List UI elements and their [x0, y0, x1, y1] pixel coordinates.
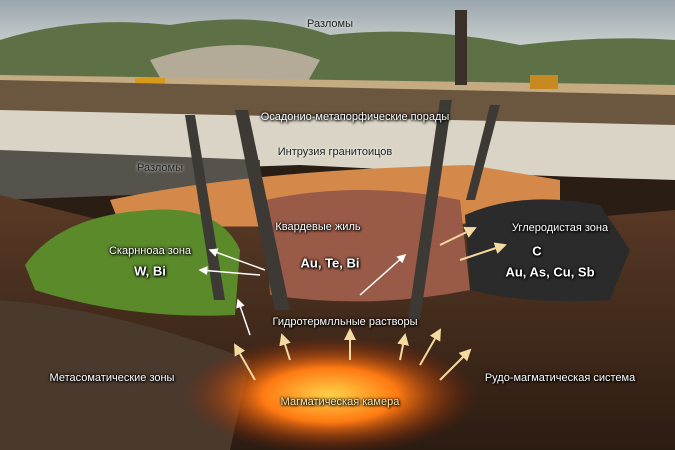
faults [185, 100, 500, 320]
label-hydrothermal-solutions: Гидротермлльные растворы [272, 316, 418, 328]
label-quartz-elements: Au, Te, Bi [300, 255, 360, 271]
quartz-veins-zone [265, 190, 470, 302]
label-faults-top: Разломы [306, 18, 354, 30]
skarn-zone [25, 209, 240, 316]
label-quartz-veins: Квардевые жиль [275, 221, 361, 233]
label-carbon-elements: Au, As, Cu, Sb [505, 264, 595, 280]
label-carbon-symbol: C [532, 243, 542, 259]
hydrothermal-arrows [234, 226, 507, 381]
label-skarn-zone: Скарнноаа зона [108, 245, 192, 257]
label-metasomatic-zones: Метасоматические зоны [49, 372, 175, 384]
carbon-zone [465, 199, 630, 302]
derrick [455, 10, 467, 85]
label-faults-left: Разломы [136, 162, 184, 174]
mineral-arrows [198, 248, 407, 336]
label-granitoid-intrusion: Интрузия гранитоицов [277, 146, 393, 158]
truck [530, 75, 558, 89]
label-skarn-elements: W, Bi [134, 263, 166, 279]
label-carbon-zone: Углеродистая зона [511, 222, 609, 234]
label-magma-chamber: Магматическая камера [280, 396, 400, 408]
label-sedimentary-rocks: Осадонио-метапорфические порады [260, 111, 450, 123]
label-ore-magmatic-system: Рудо-магматическая система [484, 372, 636, 384]
magma-chamber [180, 335, 480, 450]
